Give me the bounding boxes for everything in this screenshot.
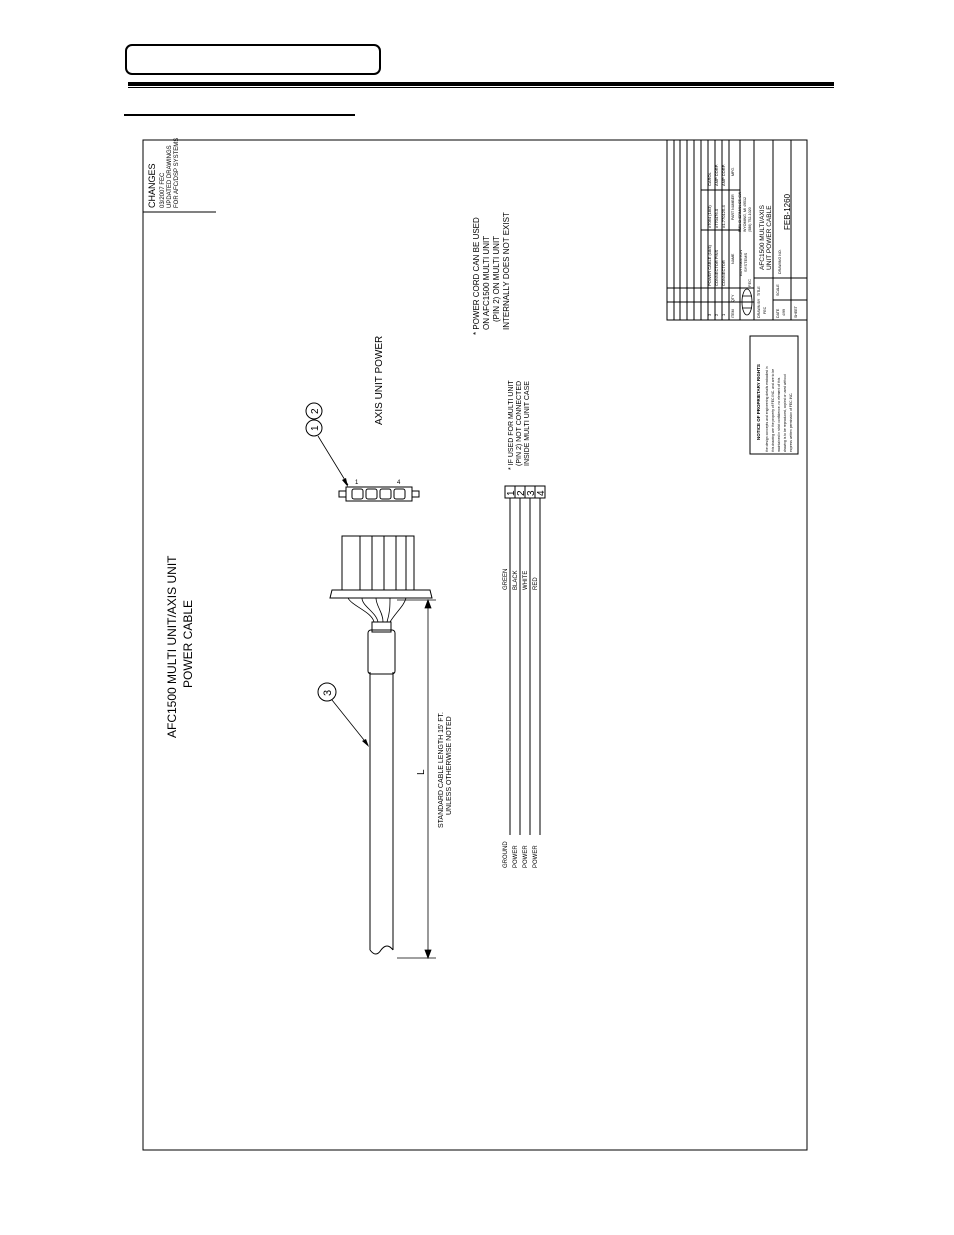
tb-title-2: UNIT POWER CABLE — [766, 205, 773, 270]
tb-title-1: AFC1500 MULTI/AXIS — [759, 204, 766, 270]
tb-address-2: WYOMING, MI 49512 — [743, 197, 747, 232]
note-a-line3: INSIDE MULTI UNIT CASE — [524, 381, 531, 466]
proprietary-line3: maintained in strict confidence. no elem… — [777, 377, 781, 452]
tb-date-label: DATE — [776, 308, 780, 318]
tb-company-2: SYSTEMS — [743, 253, 748, 272]
tb-col-item: ITEM — [731, 309, 735, 318]
tb-col-qty: QTY — [731, 294, 735, 302]
tb-sheet-label: SHEET — [794, 305, 798, 318]
tb-item-2-part: CONNECTOR PINS — [714, 250, 719, 286]
tb-item-3-number: #7064 (18/3) — [707, 205, 712, 228]
title-block — [666, 139, 808, 321]
wire-1-function: GROUND — [503, 841, 509, 868]
header-rule-thick — [128, 82, 834, 86]
changes-heading: CHANGES — [147, 163, 157, 208]
tb-item-3-num: 3 — [707, 313, 712, 316]
proprietary-line4: drawing is to be reproduced, copied or u… — [783, 374, 787, 452]
proprietary-line1: the design concepts and engineering deta… — [765, 366, 769, 452]
proprietary-line5: express written permission of FEC INC. — [789, 393, 793, 452]
cable-jacket — [367, 621, 396, 955]
proprietary-line2: this drawing are the property of FEC INC… — [771, 369, 775, 452]
changes-line1: 03/2007 FEC — [160, 172, 166, 208]
connector-housing — [329, 535, 433, 599]
company-logo: FEC — [741, 279, 753, 316]
header-rule-thin — [128, 87, 834, 88]
tb-drawn-by-label: DRAWN BY — [757, 298, 761, 318]
drawing-frame — [142, 139, 808, 1151]
tb-date: 4/99 — [782, 309, 786, 316]
note-b-line4: INTERNALLY DOES NOT EXIST — [502, 212, 511, 330]
connector-face — [338, 486, 420, 502]
tb-address-1: 5151 SHERMAN CT. SW — [738, 191, 742, 232]
balloon-3-text: 3 — [322, 690, 334, 696]
note-a-line2: (PIN 2) NOT CONNECTED — [516, 381, 523, 466]
balloon-1-text: 1 — [310, 425, 321, 431]
wire-3-pin: 3 — [526, 490, 537, 496]
tb-company-1: AUTOMATION — [738, 250, 743, 276]
tb-title-label: TITLE — [757, 286, 761, 296]
length-dimension — [397, 598, 436, 960]
wire-4-function: POWER — [533, 845, 539, 868]
header-tab — [125, 44, 381, 75]
changes-line2: UPDATED DRAWINGS — [167, 145, 173, 208]
drawing-title-line1: AFC1500 MULTI UNIT/AXIS UNIT — [165, 555, 179, 738]
tb-scale-label: SCALE — [776, 284, 780, 296]
wire-1-pin: 1 — [506, 490, 517, 496]
tb-drawing-no-label: DRAWING NO. — [778, 249, 782, 274]
changes-line3: FOR AFC/DSP SYSTEMS — [174, 138, 180, 208]
note-b-line1: * POWER CORD CAN BE USED — [472, 217, 481, 335]
tb-item-2-number: #770476-0 — [714, 208, 719, 228]
proprietary-notice: NOTICE OF PROPRIETARY RIGHTS the design … — [749, 335, 799, 455]
wire-2-pin: 2 — [516, 490, 527, 496]
tb-item-1-part: CONNECTOR — [721, 260, 726, 286]
tb-item-2-vendor: AMP CORP. — [714, 164, 719, 186]
tb-col-vendor: MFG. — [731, 167, 735, 176]
tb-item-3-part: POWER CABLE (18/4) — [707, 244, 712, 286]
wire-3-function: POWER — [523, 845, 529, 868]
tb-item-3-vendor: CAROL — [707, 171, 712, 186]
balloon-2-text: 2 — [310, 408, 321, 414]
tb-col-name: NAME — [731, 253, 735, 264]
connector-label: AXIS UNIT POWER — [374, 336, 385, 425]
tb-drawing-no: FEB-1260 — [783, 193, 792, 230]
note-a-line1: * IF USED FOR MULTI UNIT — [508, 380, 515, 470]
logo-text: FEC — [747, 279, 752, 287]
proprietary-heading: NOTICE OF PROPRIETARY RIGHTS — [756, 364, 761, 440]
pin-label-first: 1 — [355, 480, 359, 486]
balloon-1-2: 1 2 — [305, 402, 349, 487]
section-underline — [124, 114, 355, 116]
note-b-line3: (PIN 2) ON MULTI UNIT — [492, 236, 501, 322]
length-letter: L — [416, 769, 427, 775]
tb-item-1-num: 1 — [721, 313, 726, 316]
tb-drawn-by: FEC — [763, 306, 767, 314]
wire-4-pin: 4 — [536, 490, 547, 496]
wire-3-color: WHITE — [523, 571, 529, 590]
pin-label-last: 4 — [397, 480, 401, 486]
tb-item-2-num: 2 — [714, 313, 719, 316]
tb-item-1-number: #1-770125-4 — [721, 205, 726, 228]
wire-2-function: POWER — [513, 845, 519, 868]
wire-2-color: BLACK — [513, 570, 519, 590]
tb-item-1-vendor: AMP CORP. — [721, 164, 726, 186]
wiring-schematic — [504, 485, 546, 835]
tb-address-3: (586) 752-1020 — [748, 207, 752, 232]
wire-fanout — [347, 597, 407, 623]
changes-box: CHANGES 03/2007 FEC UPDATED DRAWINGS FOR… — [143, 138, 216, 213]
tb-col-number: PART NUMBER — [731, 194, 735, 220]
wire-1-color: GREEN — [503, 569, 509, 590]
drawing-title-line2: POWER CABLE — [181, 600, 195, 688]
balloon-3: 3 — [317, 682, 369, 747]
length-note-2: UNLESS OTHERWISE NOTED — [446, 716, 453, 815]
wire-4-color: RED — [533, 577, 539, 590]
note-b-line2: ON AFC1500 MULTI UNIT — [482, 236, 491, 330]
length-note-1: STANDARD CABLE LENGTH 15' FT. — [438, 712, 445, 828]
